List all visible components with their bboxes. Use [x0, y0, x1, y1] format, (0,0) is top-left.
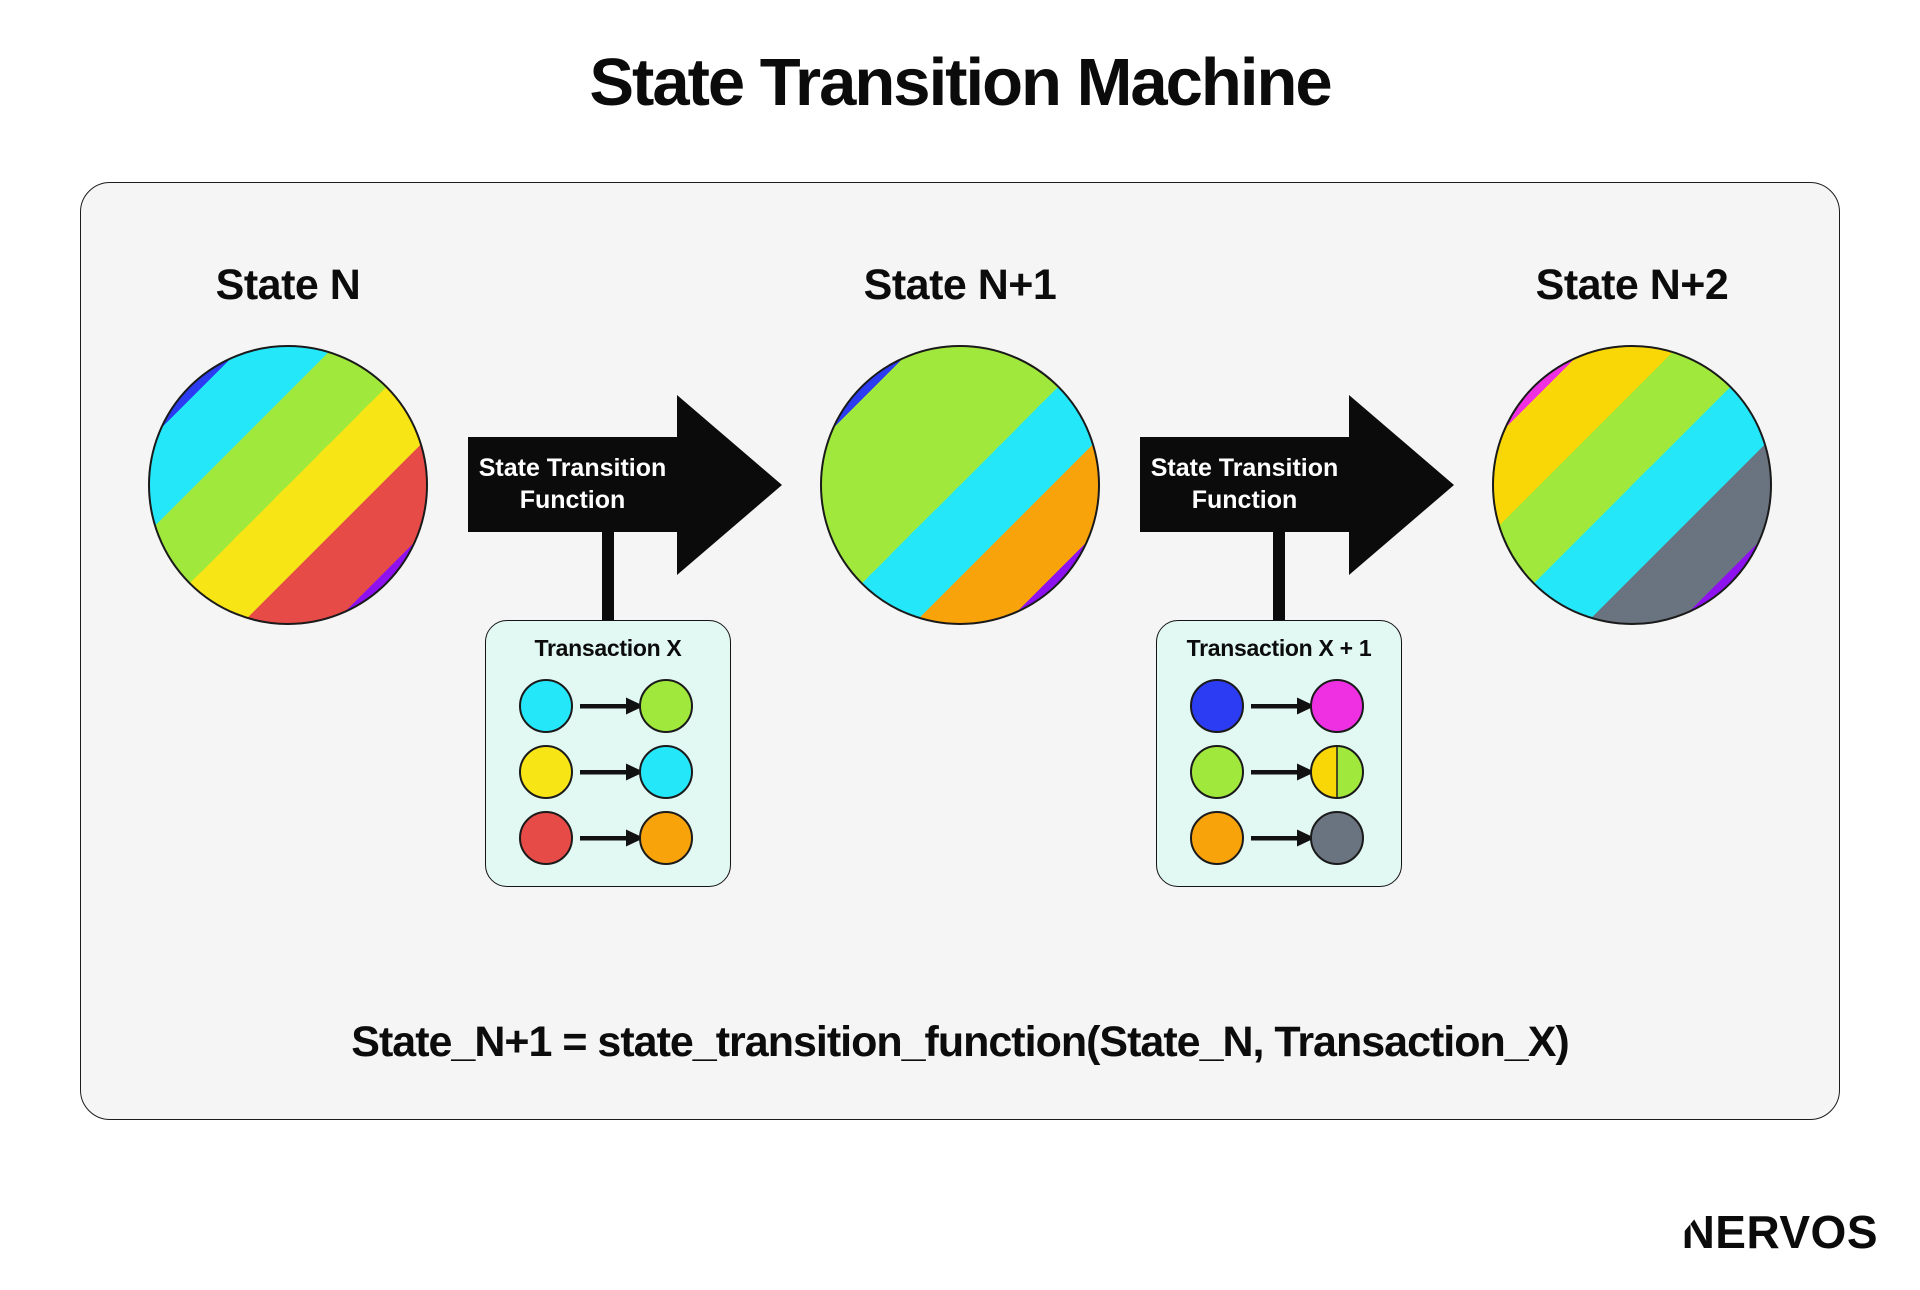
- mapping-to-circle: [639, 679, 693, 733]
- mapping-row: [486, 745, 730, 799]
- mapping-from-circle: [1190, 745, 1244, 799]
- arrow-right-icon: [1251, 697, 1315, 715]
- transaction-x1-title: Transaction X + 1: [1186, 635, 1372, 661]
- nervos-logo: NERVOS: [1680, 1205, 1878, 1259]
- transaction-x-title: Transaction X: [534, 635, 682, 661]
- mapping-from-circle: [519, 745, 573, 799]
- state-n-label: State N: [215, 261, 361, 309]
- mapping-to-circle: [639, 745, 693, 799]
- transition-arrow-1-label: State Transition Function: [478, 454, 667, 514]
- state-n2-circle: [1492, 345, 1772, 625]
- mapping-to-circle: [639, 811, 693, 865]
- mapping-row: [1157, 811, 1401, 865]
- mapping-from-circle: [519, 811, 573, 865]
- mapping-to-circle: [1310, 679, 1364, 733]
- arrow-right-icon: [1251, 763, 1315, 781]
- mapping-from-circle: [1190, 811, 1244, 865]
- mapping-to-circle: [1310, 745, 1364, 799]
- arrow-right-icon: [1251, 829, 1315, 847]
- state-n-circle: [148, 345, 428, 625]
- mapping-row: [1157, 679, 1401, 733]
- state-n2-label: State N+2: [1535, 261, 1729, 309]
- mapping-to-circle: [1310, 811, 1364, 865]
- state-transition-formula: State_N+1 = state_transition_function(St…: [351, 1018, 1569, 1066]
- diagram-panel: [80, 182, 1840, 1120]
- mapping-row: [486, 679, 730, 733]
- mapping-row: [486, 811, 730, 865]
- mapping-row: [1157, 745, 1401, 799]
- nervos-logo-text: NERVOS: [1681, 1206, 1878, 1258]
- arrow-right-icon: [580, 829, 644, 847]
- state-n1-circle: [820, 345, 1100, 625]
- mapping-from-circle: [519, 679, 573, 733]
- transition-arrow-2-label: State Transition Function: [1150, 454, 1339, 514]
- split-divider: [1336, 747, 1338, 797]
- state-n1-label: State N+1: [863, 261, 1057, 309]
- transaction-x-box: Transaction X: [485, 620, 731, 887]
- arrow-right-icon: [580, 697, 644, 715]
- mapping-from-circle: [1190, 679, 1244, 733]
- transaction-x1-box: Transaction X + 1: [1156, 620, 1402, 887]
- arrow-right-icon: [580, 763, 644, 781]
- page-title: State Transition Machine: [589, 45, 1332, 120]
